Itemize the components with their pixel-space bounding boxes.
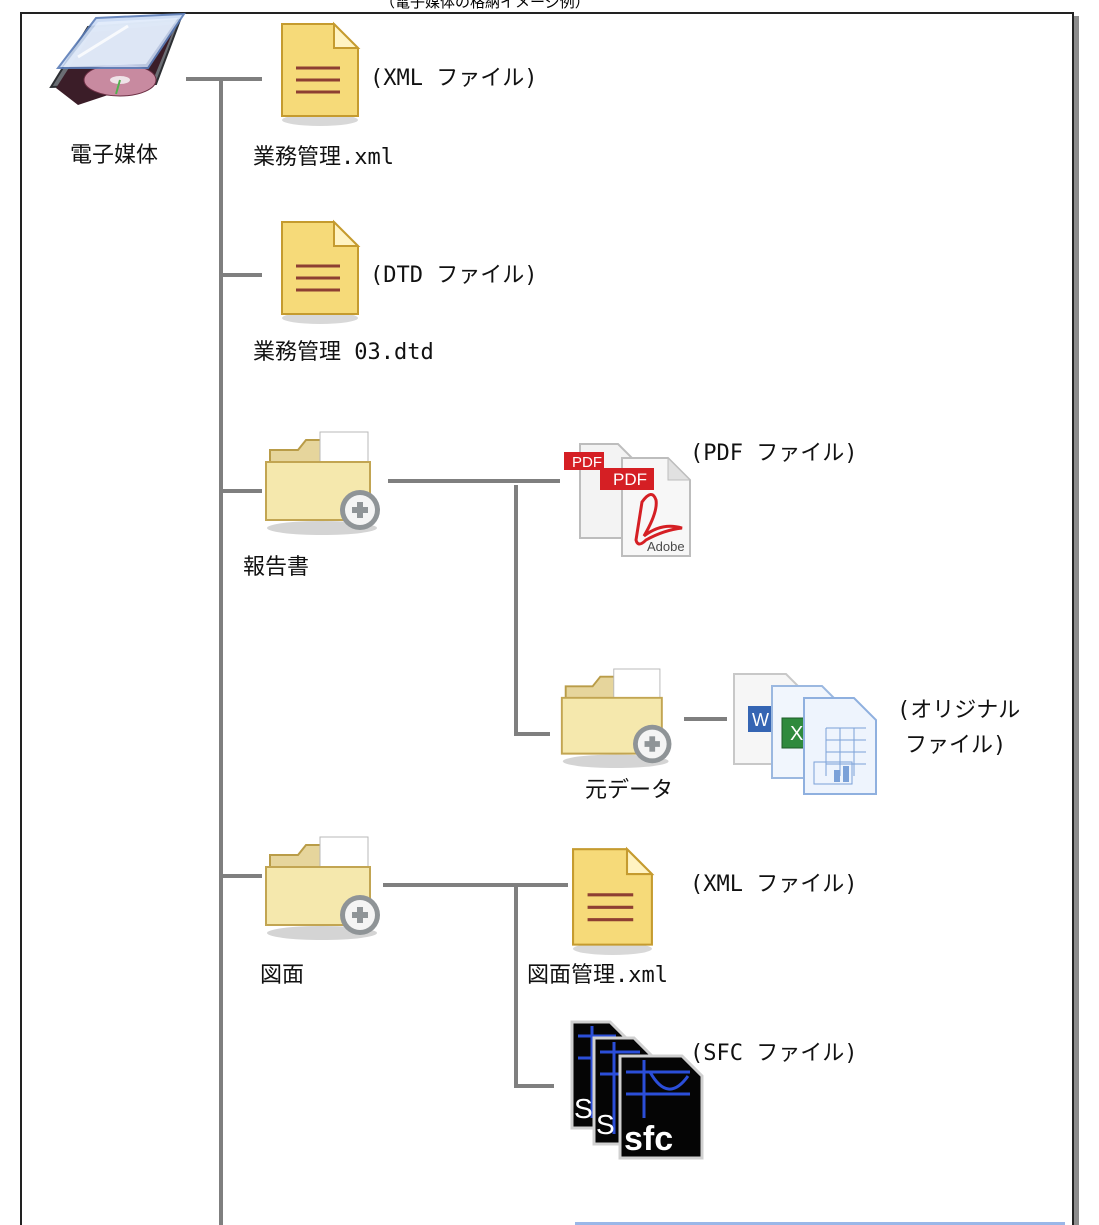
svg-text:S: S	[596, 1109, 615, 1140]
drawing-xml-name: 図面管理.xml	[527, 963, 668, 988]
sfc-connector	[514, 1084, 554, 1088]
sfc-file-type: (SFC ファイル)	[690, 1041, 858, 1066]
dtd-connector	[221, 273, 262, 277]
pdf-brand-text: Adobe	[647, 539, 685, 554]
original-files-type-line2: ファイル)	[905, 733, 1007, 758]
root-connector	[186, 77, 262, 81]
drawing-subtrunk-line	[514, 885, 518, 1088]
sfc-files-icon: S S sfc	[570, 1020, 704, 1160]
drawing-folder-connector	[221, 874, 262, 878]
svg-text:W: W	[752, 710, 769, 730]
report-subtrunk-line	[514, 485, 518, 736]
cd-case-icon	[49, 12, 186, 105]
pdf-badge-back: PDF	[572, 454, 602, 471]
dtd-file-name: 業務管理 03.dtd	[253, 340, 434, 365]
pdf-file-type: (PDF ファイル)	[690, 441, 858, 466]
pdf-badge-front: PDF	[613, 470, 647, 489]
main-trunk-line	[219, 78, 223, 1225]
drawing-folder-label: 図面	[260, 963, 305, 988]
report-folder-label: 報告書	[243, 555, 310, 580]
dtd-file-type: (DTD ファイル)	[370, 263, 538, 288]
dtd-document-icon	[281, 219, 361, 324]
original-files-type-line1: (オリジナル	[897, 698, 1021, 723]
diagram-frame	[20, 12, 1074, 1225]
footer-accent-bar	[575, 1222, 1065, 1225]
xml-file-name: 業務管理.xml	[253, 145, 394, 170]
report-branch-line	[388, 479, 560, 483]
source-folder-connector	[514, 732, 550, 736]
pdf-files-icon: PDF PDF Adobe	[564, 443, 692, 557]
drawing-xml-document-icon	[572, 846, 655, 955]
original-files-connector	[684, 717, 727, 721]
source-folder-icon	[560, 668, 672, 769]
diagram-title: （電子媒体の格納イメージ例）	[380, 0, 590, 11]
svg-text:X: X	[790, 723, 803, 745]
xml-document-icon	[281, 21, 361, 126]
office-files-icon: W X	[733, 673, 877, 795]
drawing-folder-icon	[265, 836, 380, 940]
drawing-xml-type: (XML ファイル)	[690, 872, 858, 897]
root-label: 電子媒体	[70, 143, 159, 168]
folder-icon	[265, 431, 380, 535]
sfc-badge-text: sfc	[624, 1120, 673, 1158]
report-folder-connector	[221, 489, 262, 493]
source-folder-label: 元データ	[585, 778, 674, 803]
drawing-branch-line	[383, 883, 568, 887]
xml-file-type: (XML ファイル)	[370, 66, 538, 91]
svg-text:S: S	[574, 1093, 593, 1124]
